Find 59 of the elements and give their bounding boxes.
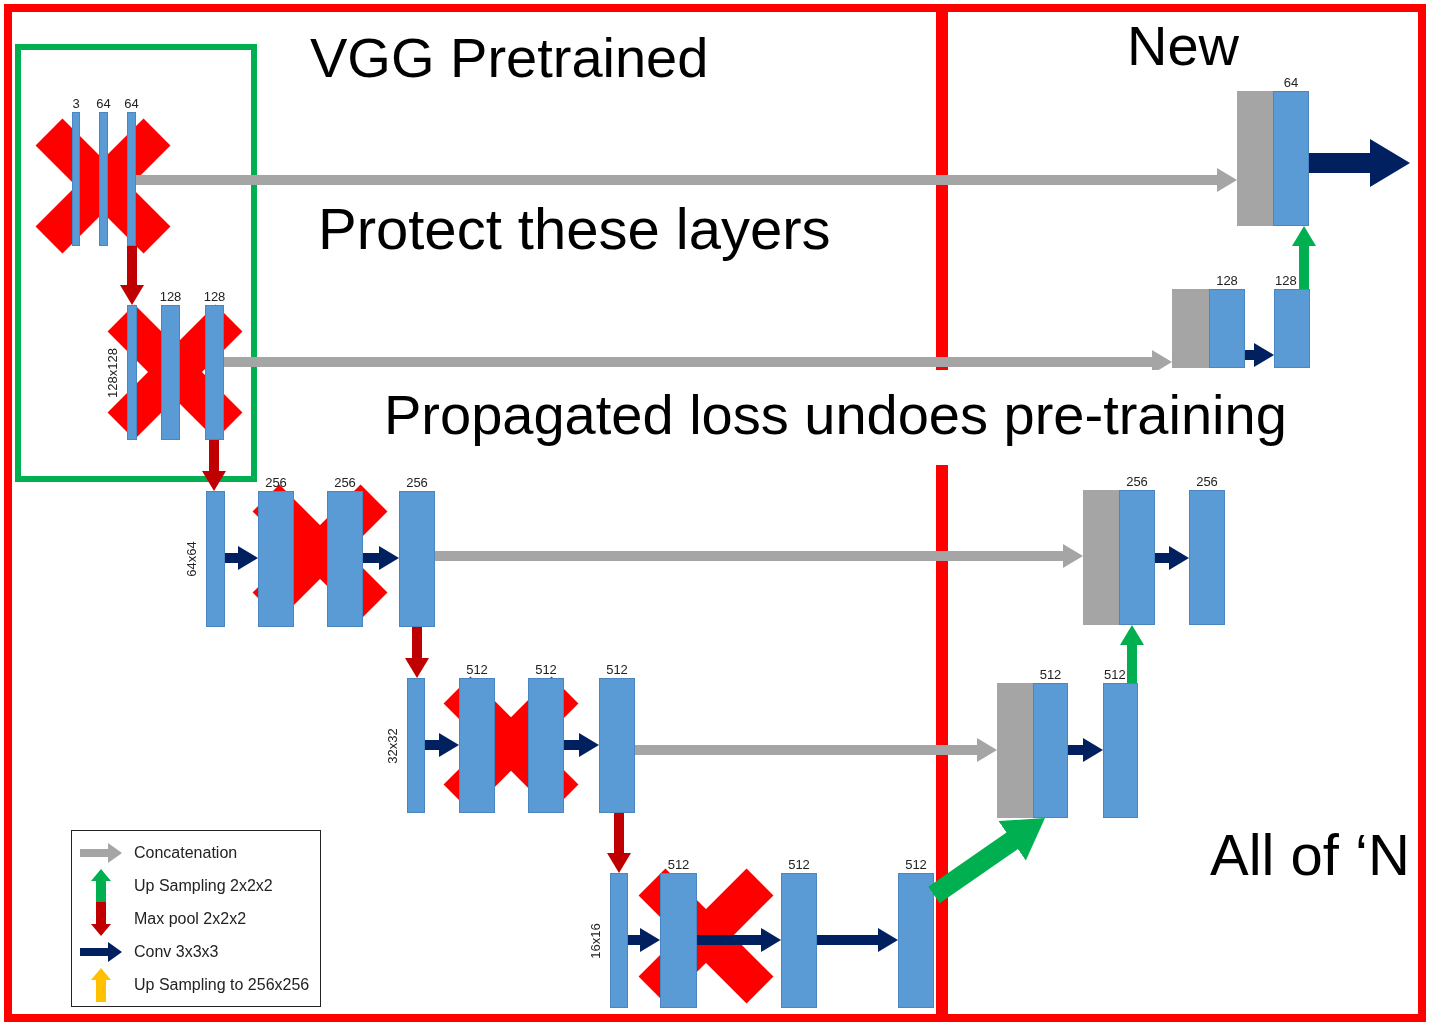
arrow: [1292, 226, 1316, 289]
legend-text: Max pool 2x2x2: [134, 910, 247, 927]
channel-count: 128: [1275, 274, 1297, 287]
channel-count: 512: [1039, 668, 1062, 681]
channel-count: 256: [265, 476, 287, 489]
arrow: [425, 733, 459, 757]
legend-text: Up Sampling to 256x256: [134, 976, 310, 993]
channel-count: 128: [203, 290, 226, 303]
channel-count: 3: [72, 97, 80, 110]
arrow: [136, 168, 1237, 192]
arrow: [202, 440, 226, 491]
arrow: [628, 928, 660, 952]
channel-count: 512: [535, 663, 557, 676]
arrow: [635, 738, 997, 762]
channel-count: 512: [788, 858, 810, 871]
arrow: [405, 627, 429, 678]
concatenated-feature-bar: [1083, 490, 1119, 625]
arrow: [1245, 343, 1274, 367]
channel-count: 256: [1126, 475, 1148, 488]
concatenated-feature-bar: [1172, 289, 1209, 368]
arrow: [1120, 625, 1144, 683]
arrow: [697, 928, 781, 952]
arrow: [363, 546, 399, 570]
concatenated-feature-bar: [1237, 91, 1273, 226]
channel-count: 512: [1104, 668, 1126, 681]
channel-count: 512: [667, 858, 690, 871]
highlight-frame: [15, 44, 257, 482]
arrow: [607, 813, 631, 873]
arrow: [225, 546, 258, 570]
arrow: [928, 818, 1045, 904]
arrow: [120, 246, 144, 305]
arrow: [1155, 546, 1189, 570]
channel-count: 128: [159, 290, 182, 303]
channel-count: 64: [1283, 76, 1299, 89]
concatenated-feature-bar: [997, 683, 1033, 818]
section-heading: New: [1127, 18, 1240, 74]
channel-count: 512: [466, 663, 488, 676]
arrow: [435, 544, 1083, 568]
arrow: [817, 928, 898, 952]
channel-count: 64: [124, 97, 139, 110]
resolution-label: 128x128: [105, 347, 119, 398]
channel-count: 256: [1196, 475, 1218, 488]
channel-count: 256: [334, 476, 356, 489]
channel-count: 512: [905, 858, 927, 871]
legend-text: Up Sampling 2x2x2: [134, 877, 273, 894]
resolution-label: 32x32: [385, 727, 399, 764]
channel-count: 512: [606, 663, 628, 676]
resolution-label: 16x16: [588, 922, 602, 959]
legend-text: Concatenation: [134, 844, 238, 861]
annotation-text: All of ‘N: [1210, 826, 1410, 884]
legend-text: Conv 3x3x3: [134, 943, 219, 960]
channel-count: 64: [96, 97, 111, 110]
channel-count: 256: [406, 476, 428, 489]
arrow: [1068, 738, 1103, 762]
arrow: [564, 733, 599, 757]
section-heading: VGG Pretrained: [310, 30, 709, 86]
resolution-label: 64x64: [184, 541, 198, 577]
channel-count: 128: [1216, 274, 1238, 287]
arrow: [1309, 139, 1410, 187]
